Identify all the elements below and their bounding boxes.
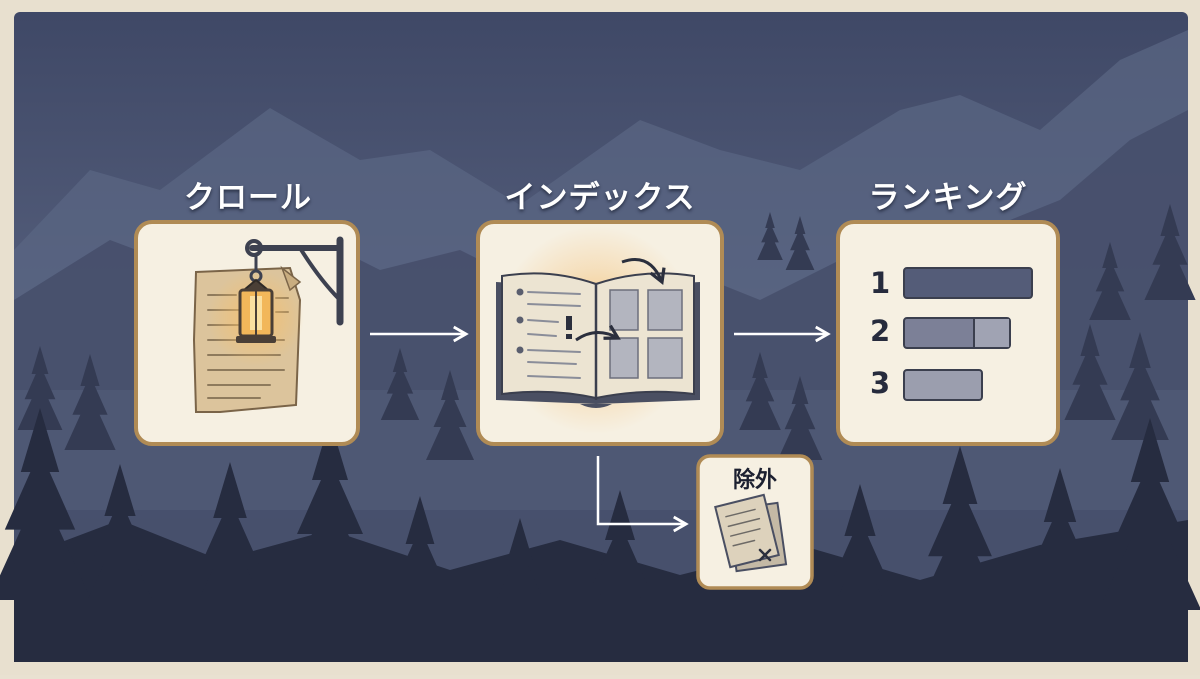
lantern-bracket [245, 236, 344, 326]
step-title-ranking: ランキング [868, 180, 1028, 216]
step-title-index: インデックス [504, 180, 696, 216]
excluded-title: 除外 [732, 468, 777, 493]
rank-number-1: 1 [870, 266, 891, 300]
rejected-documents-icon [714, 493, 788, 573]
arrow-index-to-excluded [596, 456, 689, 533]
forest-floor [14, 600, 1188, 662]
crawl-card [134, 220, 360, 446]
lantern-icon [236, 256, 276, 343]
rank-number-2: 2 [870, 314, 891, 348]
index-card [476, 220, 724, 446]
step-title-crawl: クロール [184, 180, 312, 216]
rank-number-3: 3 [870, 366, 891, 400]
excluded-card [696, 454, 814, 590]
ranking-card [836, 220, 1060, 446]
rank-bars-icon [903, 267, 1033, 401]
open-book-icon [496, 258, 700, 408]
